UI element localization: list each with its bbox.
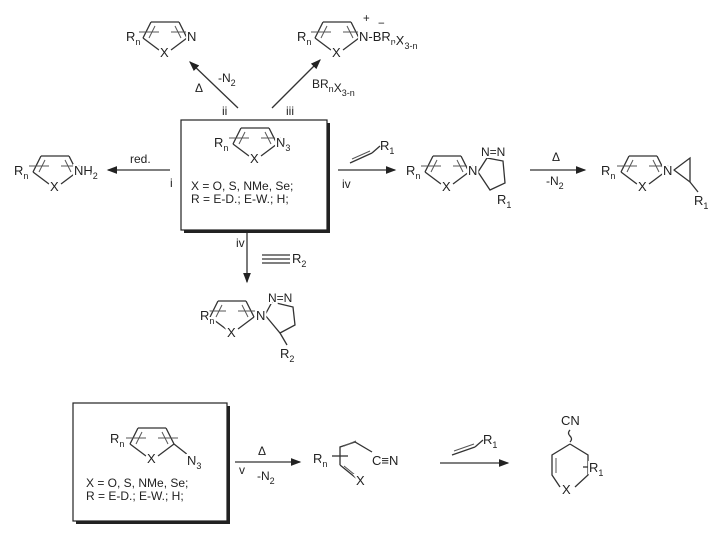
heteroatom-label: X	[250, 151, 259, 166]
atom-label: N	[256, 308, 265, 323]
heteroatom-label: X	[147, 451, 156, 466]
substituent-label: Rn	[126, 29, 140, 47]
substituent-label: Rn	[214, 135, 228, 153]
reagent-label: R1	[380, 138, 394, 156]
heteroatom-label: X	[50, 179, 59, 194]
atom-label: N	[187, 29, 196, 44]
azo-label: N=N	[268, 291, 292, 305]
heteroatom-label: X	[638, 179, 647, 194]
substituent-label: Rn	[297, 29, 311, 47]
substituent-label: Rn	[200, 308, 214, 326]
azide-label: N3	[276, 135, 290, 153]
reagent-label: R1	[483, 432, 497, 450]
heteroatom-label: X	[442, 179, 451, 194]
arrow-thermolysis: Δ -N2	[530, 150, 587, 191]
loss-label: -N2	[257, 469, 275, 486]
azide-label: N3	[187, 453, 201, 471]
substituent-label: Rn	[313, 451, 327, 469]
heteroatom-label: X	[227, 325, 236, 340]
negative-charge: −	[378, 18, 385, 30]
step-label: ii	[222, 104, 227, 118]
substituent-label: Rn	[14, 163, 28, 181]
loss-label: -N2	[218, 71, 236, 88]
substituent-label: R1	[694, 193, 708, 211]
substituent-label: R1	[589, 460, 603, 478]
x-definition: X = O, S, NMe, Se;	[191, 179, 293, 193]
arrow-iv-alkene: R1 iv	[338, 138, 397, 191]
substituent-label: Rn	[601, 163, 615, 181]
reagent-label: BRnX3-n	[312, 77, 355, 98]
azo-label: N=N	[481, 145, 505, 159]
step-label: iv	[342, 177, 351, 191]
step-label: iv	[236, 236, 245, 250]
borane-complex-label: N-BRnX3-n	[359, 29, 417, 51]
substituent-label: R1	[497, 192, 511, 210]
arrow-i: red. i	[106, 152, 173, 190]
dihydropyran-product: CN R1 X	[551, 413, 605, 499]
x-definition: X = O, S, NMe, Se;	[86, 476, 188, 490]
starting-azide-box: Rn N3 X X = O, S, NMe, Se; R = E-D.; E-W…	[180, 119, 330, 233]
borane-adduct-product: Rn N-BRnX3-n + − X	[295, 13, 419, 62]
heat-label: Δ	[195, 81, 203, 95]
substituent-label: R2	[280, 346, 294, 364]
arrow-diels-alder: R1	[440, 432, 510, 467]
step-label: v	[239, 463, 245, 477]
azirine-product: Rn N X	[124, 21, 198, 62]
substituent-label: Rn	[406, 163, 420, 181]
step-label: i	[170, 176, 173, 190]
aziridine-product: Rn N X R1	[599, 155, 708, 211]
heteroatom-label: X	[356, 473, 365, 488]
positive-charge: +	[363, 13, 370, 25]
r-definition: R = E-D.; E-W.; H;	[86, 489, 184, 503]
heteroatom-label: X	[160, 45, 169, 60]
heat-label: Δ	[552, 150, 560, 164]
azide-box-2: Rn N3 X X = O, S, NMe, Se; R = E-D.; E-W…	[72, 402, 230, 524]
heteroatom-label: X	[562, 482, 571, 497]
amine-product: Rn NH2 X	[12, 155, 100, 196]
nitrile-label: C≡N	[372, 453, 398, 468]
arrow-v: Δ v -N2	[235, 444, 302, 486]
reagent-label: red.	[130, 152, 151, 166]
atom-label: N	[663, 163, 672, 178]
reagent-label: R2	[292, 251, 306, 269]
step-label: iii	[286, 104, 294, 118]
arrow-iii: BRnX3-n iii	[271, 59, 355, 118]
triazole-product: Rn N X N=N R2	[198, 289, 296, 364]
heteroatom-label: X	[332, 45, 341, 60]
heat-label: Δ	[258, 444, 266, 458]
atom-label: N	[468, 163, 477, 178]
triazoline-product: Rn N X N=N R1	[404, 143, 513, 212]
nitrile-label: CN	[561, 413, 580, 428]
substituent-label: Rn	[110, 431, 124, 449]
arrow-iv-alkyne: iv R2	[236, 233, 306, 284]
nitrile-intermediate: Rn C≡N X	[311, 440, 400, 490]
arrow-ii: Δ -N2 ii	[189, 61, 239, 118]
r-definition: R = E-D.; E-W.; H;	[191, 192, 289, 206]
amine-label: NH2	[74, 163, 98, 181]
loss-label: -N2	[546, 174, 564, 191]
